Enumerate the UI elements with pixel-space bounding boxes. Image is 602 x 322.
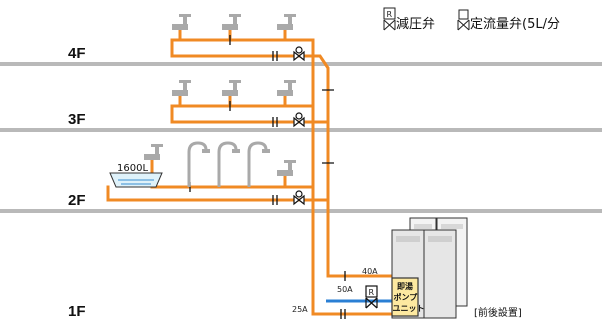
shower-fixtures [187,141,268,187]
installation-note: [前後設置] [474,306,522,319]
constant-flow-valve-legend-label: 定流量弁(5L/分 [470,17,560,32]
pump-unit-label-line2: ポンプ [394,292,419,302]
reducing-valve-legend-label: 減圧弁 [396,16,435,32]
4f-return-pipe [170,38,308,58]
faucet-icon [277,80,296,96]
faucet-fixtures [144,14,296,176]
floor-slab-2f [0,209,602,213]
shower-icon [187,141,208,187]
faucet-icon [222,14,241,30]
reducing-valve-legend-icon: R [383,7,396,31]
faucet-icon [277,160,296,176]
pipe-size-40a: 40A [362,267,378,276]
instant-hot-water-pump-unit: 即湯 ポンプ ユニット [391,277,425,317]
faucet-icon [144,144,163,160]
pipe-size-50a: 50A [337,285,353,294]
shower-icon [217,141,238,187]
floor-label-3f: 3F [68,111,86,128]
pump-unit-label-line1: 即湯 [397,281,413,291]
svg-text:R: R [369,288,375,297]
floor-label-2f: 2F [68,192,86,209]
3f-return-pipe [170,104,330,124]
faucet-icon [277,14,296,30]
constant-flow-valve-icon [293,46,305,62]
constant-flow-valve-legend-icon [457,9,470,31]
heat-pump-units [391,217,468,319]
pipe-size-25a: 25A [292,305,308,314]
floor-label-1f: 1F [68,303,86,320]
faucet-icon [172,14,191,30]
constant-flow-valve-icon [293,112,305,128]
2f-return-pipe [106,185,330,202]
pump-unit-label-line3: ユニット [393,304,425,313]
constant-flow-valve-icons [293,46,305,206]
secondary-riser-pipe [304,54,330,278]
reducing-valve-icon: R [365,285,378,309]
main-riser-pipe [303,38,315,316]
pipe-joint-marks [189,35,346,319]
constant-flow-valve-icon [293,190,305,206]
floor-slab-4f [0,62,602,66]
faucet-icon [222,80,241,96]
legend: R 減圧弁 定流量弁(5L/分 [383,7,560,32]
hot-water-tank [109,172,163,188]
faucet-icon [172,80,191,96]
floor-slab-3f [0,128,602,132]
floor-label-4f: 4F [68,45,86,62]
shower-icon [247,141,268,187]
tank-capacity-label: 1600L [117,163,148,174]
svg-text:R: R [387,10,393,19]
